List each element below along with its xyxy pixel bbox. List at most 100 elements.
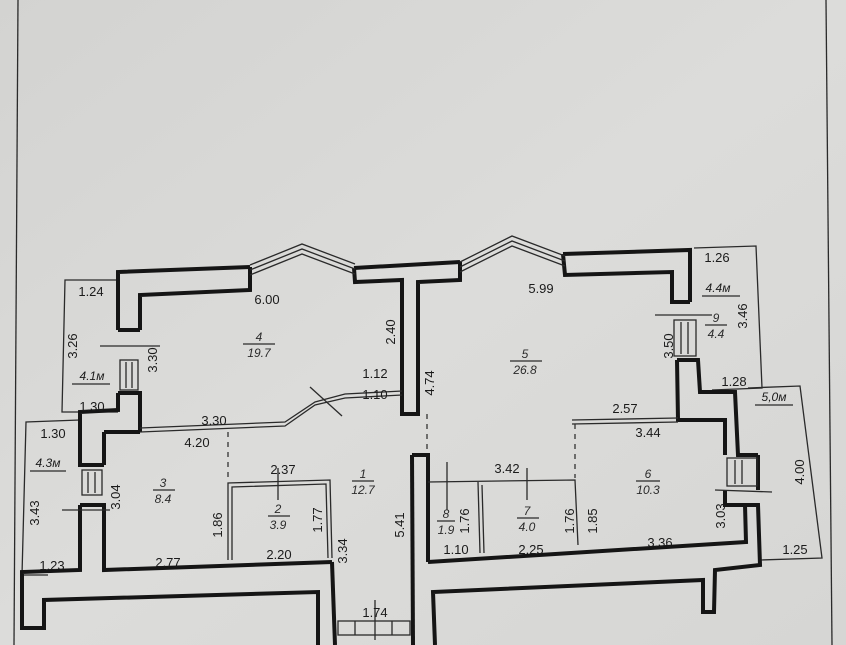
plan-line <box>337 620 411 636</box>
dimension-label: 19.7 <box>247 346 272 360</box>
sheet-border-right <box>825 0 833 645</box>
dimension-label: 2.77 <box>155 555 180 570</box>
plan-line <box>427 490 749 564</box>
dimension-label: 2.57 <box>612 401 637 416</box>
dimension-label: 3.46 <box>735 303 750 328</box>
dimension-label: 8.4 <box>155 492 172 506</box>
plan-line <box>410 454 415 645</box>
dimension-label: 7 <box>524 504 532 518</box>
plan-line <box>139 394 403 433</box>
dimension-label: 3.34 <box>335 538 350 563</box>
dimension-label: 10.3 <box>636 483 660 497</box>
plan-line <box>249 253 356 276</box>
plan-line <box>747 385 823 561</box>
plan-line <box>714 489 773 493</box>
dimension-label: 1.76 <box>562 508 577 533</box>
plan-line <box>138 267 252 330</box>
dimension-label: 12.7 <box>351 483 376 497</box>
plan-line <box>81 469 103 496</box>
room-7-label: 74.0 <box>517 504 539 534</box>
plan-line <box>675 359 727 455</box>
dimension-label: 8 <box>443 507 450 521</box>
plan-line <box>693 245 763 391</box>
dimension-label: 1.74 <box>362 605 387 620</box>
dimension-label: 1.9 <box>438 523 455 537</box>
balcony-labels: 4.1м 4.3м 4.4м 5,0м <box>30 281 793 472</box>
plan-line <box>249 248 356 271</box>
plan-line <box>481 484 485 554</box>
plan-line <box>139 390 403 429</box>
dimension-label: 6 <box>645 467 652 481</box>
plan-line <box>459 240 566 268</box>
plan-line <box>477 481 481 554</box>
plan-line <box>118 391 142 432</box>
plan-line <box>562 247 692 302</box>
plan-line <box>227 479 333 560</box>
dimension-label: 4.1м <box>80 369 105 383</box>
dimension-label: 1.10 <box>362 387 387 402</box>
dimension-label: 1.76 <box>457 508 472 533</box>
dimension-label: 1.30 <box>40 426 65 441</box>
plan-line <box>673 319 697 357</box>
room-labels: 112.7 23.9 38.4 419.7 526.8 610.3 74.0 8… <box>153 311 727 537</box>
plan-line <box>231 483 329 560</box>
plan-line <box>459 245 566 273</box>
plan-line <box>430 503 763 645</box>
plan-line <box>677 358 758 457</box>
dimension-label: 9 <box>713 311 720 325</box>
plan-line <box>571 421 679 425</box>
dimension-label: 4 <box>256 330 263 344</box>
plan-line <box>309 386 343 417</box>
dimension-label: 3.43 <box>27 500 42 525</box>
dimension-label: 1.12 <box>362 366 387 381</box>
dimension-label: 1 <box>360 467 367 481</box>
dimension-label: 1.77 <box>310 507 325 532</box>
dimension-label: 3 <box>160 476 167 490</box>
dimension-label: 4.74 <box>422 370 437 395</box>
room-5-label: 526.8 <box>510 347 542 377</box>
room-3-label: 38.4 <box>153 476 175 506</box>
room-6-label: 610.3 <box>636 467 660 497</box>
room-4-label: 419.7 <box>243 330 275 360</box>
dimension-label: 2.25 <box>518 542 543 557</box>
dimension-label: 5.99 <box>528 281 553 296</box>
dimension-label: 1.28 <box>721 374 746 389</box>
dimension-label: 5.41 <box>392 512 407 537</box>
dimension-label: 1.86 <box>210 512 225 537</box>
balcony-doors <box>62 314 773 640</box>
dimension-label: 4.20 <box>184 435 209 450</box>
plan-line <box>412 453 430 562</box>
plan-line <box>571 417 679 421</box>
dimension-label: 3.50 <box>661 333 676 358</box>
plan-line <box>119 359 139 391</box>
dimension-label: 2 <box>274 502 282 516</box>
dimension-label: 4.4м <box>706 281 731 295</box>
plan-line <box>116 265 251 330</box>
room-1-label: 112.7 <box>351 467 376 497</box>
dimension-label: 3.04 <box>108 484 123 509</box>
dimension-label: 2.20 <box>266 547 291 562</box>
dimension-label: 3.44 <box>635 425 660 440</box>
room-8-label: 81.9 <box>437 507 455 537</box>
dimension-label: 4.4 <box>708 327 725 341</box>
dimension-label: 3.26 <box>65 333 80 358</box>
dimension-label: 4.3м <box>36 456 61 470</box>
plan-line <box>352 262 462 416</box>
room-9-label: 94.4 <box>705 311 727 341</box>
dimension-label: 26.8 <box>512 363 537 377</box>
plan-line <box>726 457 758 487</box>
dimension-label: 2.37 <box>270 462 295 477</box>
plan-line <box>427 479 579 546</box>
dimension-label: 1.30 <box>79 399 104 414</box>
plan-line <box>80 503 333 573</box>
plan-line <box>330 561 337 645</box>
dimension-label: 1.26 <box>704 250 729 265</box>
dimension-label: 4.0 <box>519 520 536 534</box>
sheet-border-left <box>13 0 19 645</box>
dimension-label: 3.36 <box>647 535 672 550</box>
bay-windows <box>249 235 566 276</box>
dimension-label: 3.30 <box>145 347 160 372</box>
dimension-label: 1.25 <box>782 542 807 557</box>
dimension-label: 4.00 <box>792 459 807 484</box>
plan-line <box>249 243 356 266</box>
